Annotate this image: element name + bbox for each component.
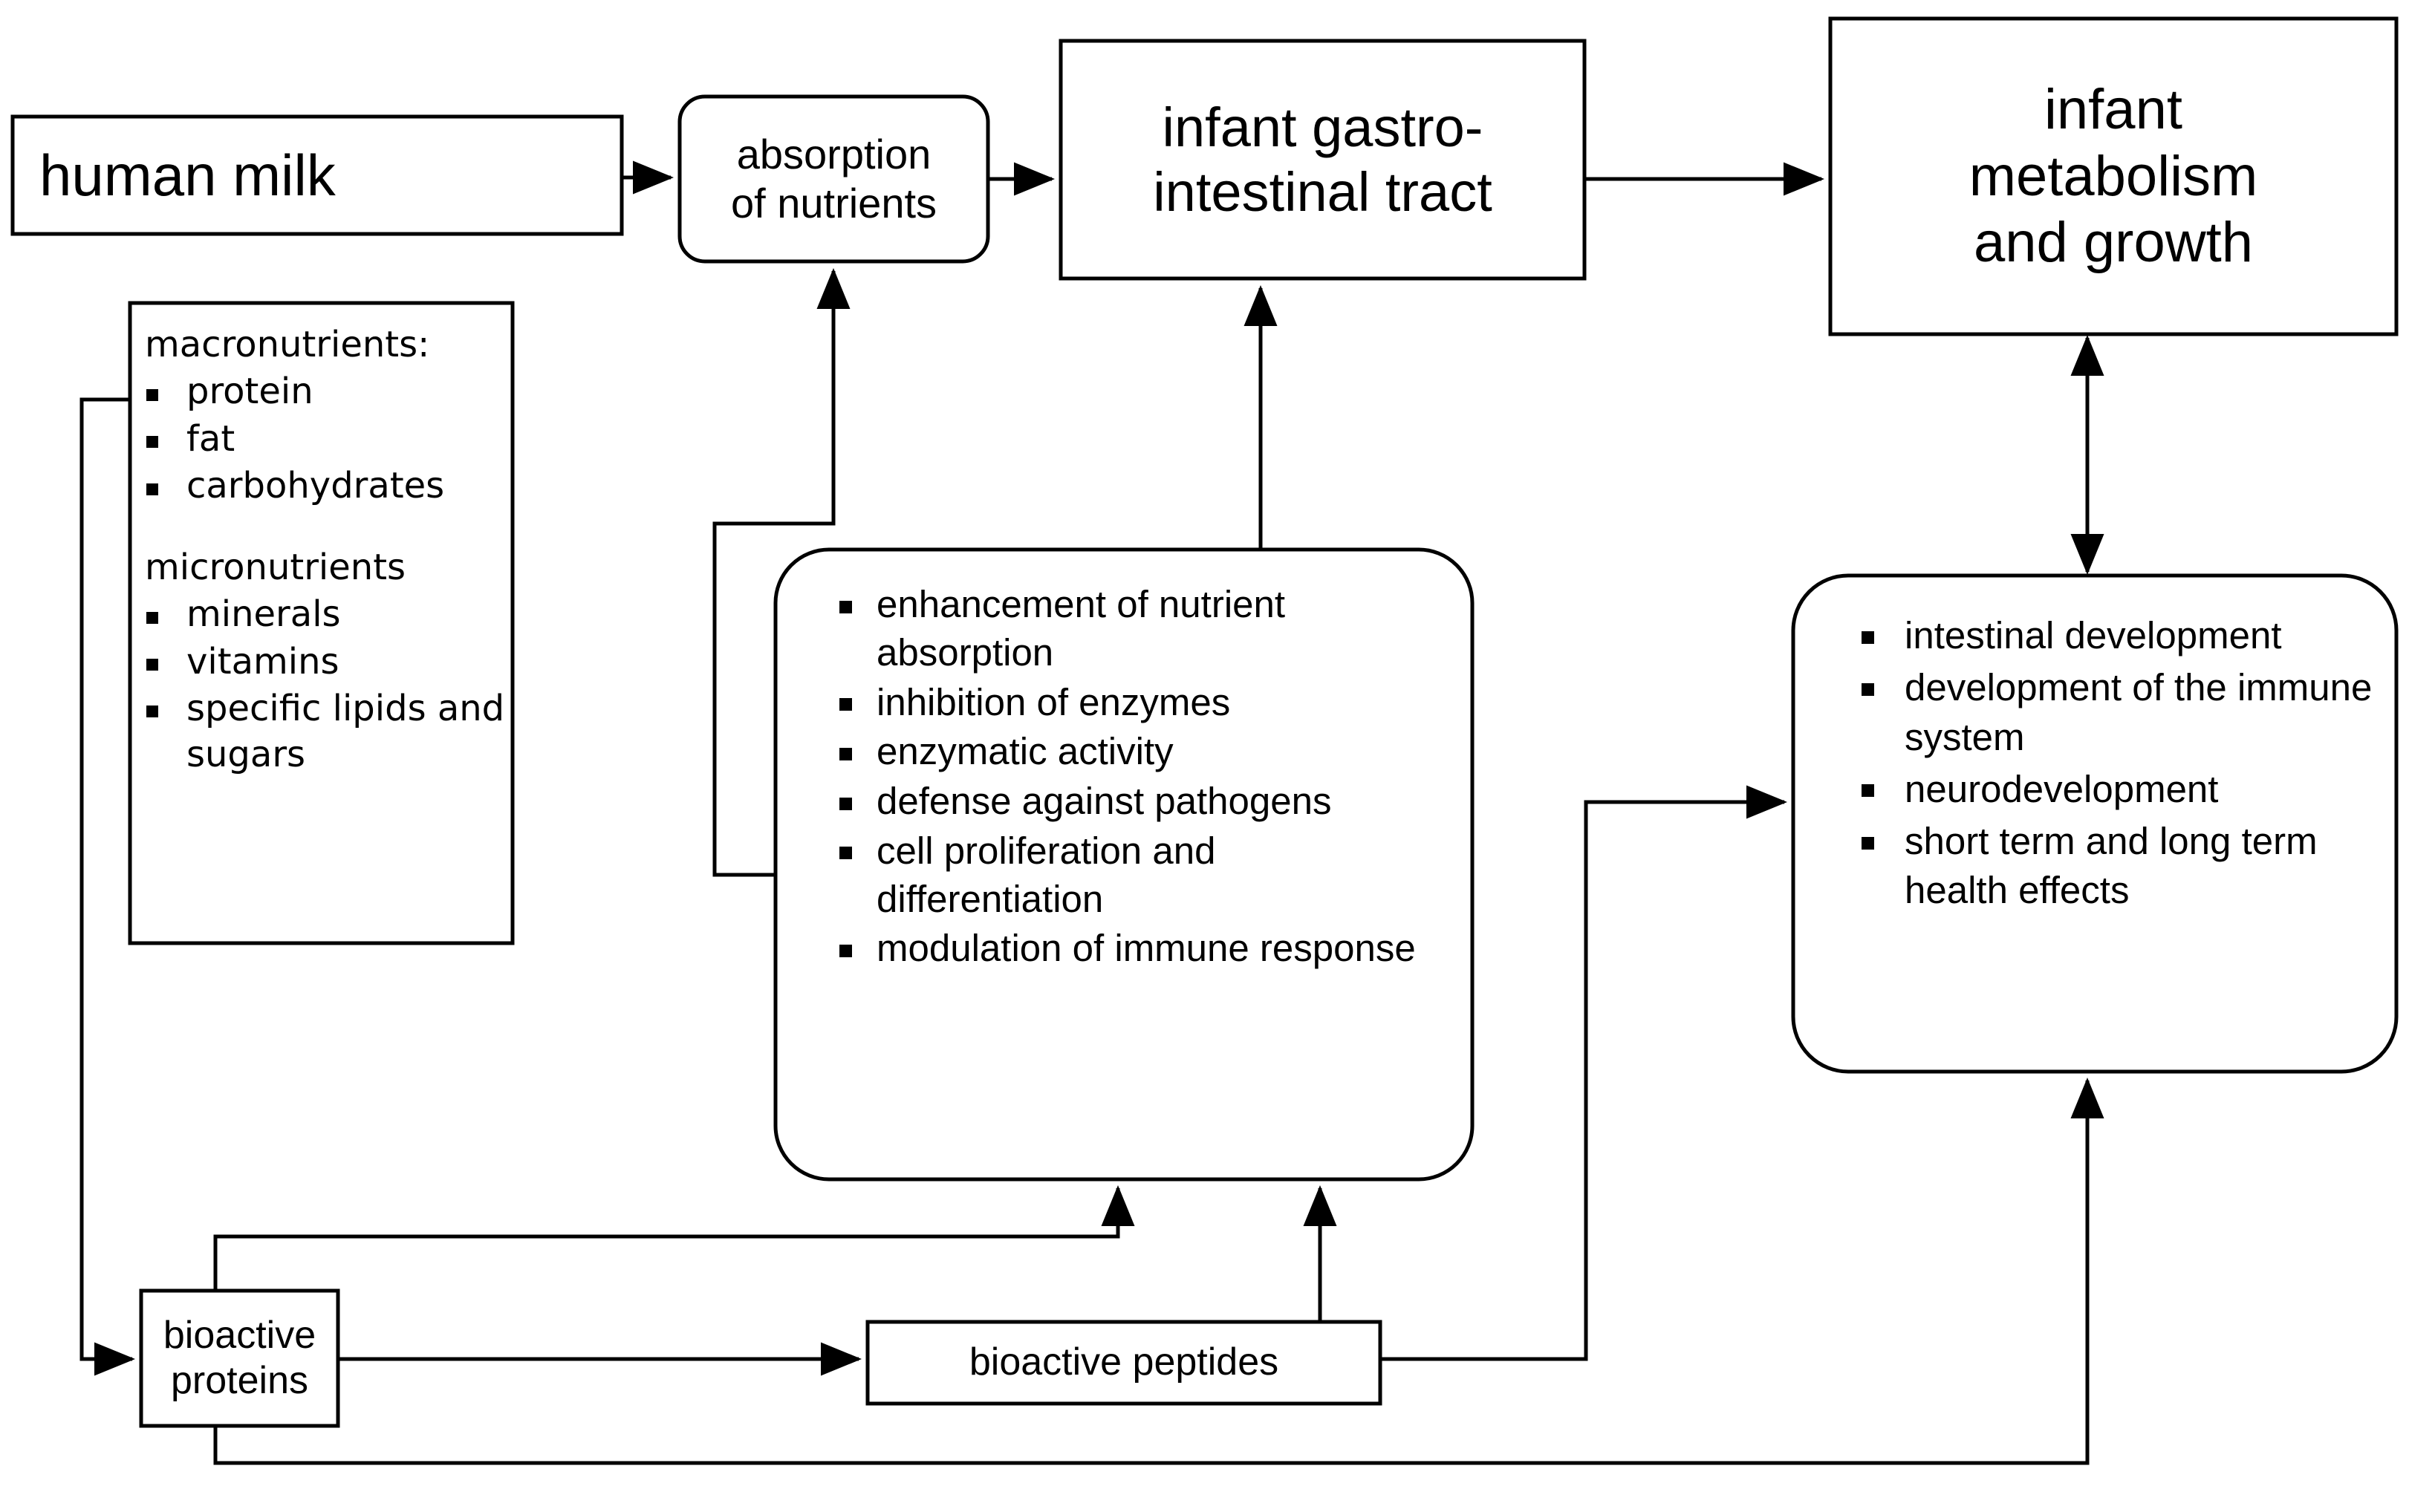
list-item: cell proliferation and differentiation: [833, 827, 1451, 924]
metabolism-line-3: and growth: [1973, 211, 2254, 275]
node-bioactive-proteins-outline[interactable]: [139, 1288, 340, 1428]
nutrients-macro-heading: macronutrients:: [145, 324, 430, 365]
list-item: specific lipids and sugars: [140, 686, 505, 778]
list-item: carbohydrates: [140, 463, 505, 509]
bioactive-proteins-line-2: proteins: [171, 1359, 308, 1402]
list-item: neurodevelopment: [1856, 765, 2379, 814]
node-bioactive-peptides-outline[interactable]: [865, 1320, 1382, 1406]
metabolism-line-2: metabolism: [1969, 144, 2258, 208]
list-item: intestinal development: [1856, 611, 2379, 660]
edge-nutrients-to-bioactive-proteins: [79, 397, 136, 1376]
edge-bioactive-peptides-to-outcomes: [1380, 785, 1788, 1361]
outcomes-list: intestinal development development of th…: [1856, 611, 2379, 919]
absorption-line-1: absorption: [736, 130, 932, 177]
node-bioactive-peptides[interactable]: bioactive peptides: [868, 1322, 1380, 1404]
node-effects-outline[interactable]: [773, 547, 1475, 1182]
list-item: short term and long term health effects: [1856, 817, 2379, 916]
node-metabolism[interactable]: infant metabolism and growth: [1830, 19, 2396, 334]
list-item: enhancement of nutrient absorption: [833, 581, 1451, 677]
list-item: inhibition of enzymes: [833, 679, 1451, 727]
list-item: minerals: [140, 592, 505, 637]
node-gi-tract-outline[interactable]: [1059, 39, 1587, 281]
gi-tract-line-2: intestinal tract: [1153, 161, 1492, 223]
nutrients-macro-list: protein fat carbohydrates: [140, 369, 505, 510]
node-metabolism-outline[interactable]: [1828, 16, 2399, 336]
human-milk-label: human milk: [39, 142, 336, 208]
effects-list: enhancement of nutrient absorption inhib…: [833, 581, 1451, 974]
node-effects[interactable]: enhancement of nutrient absorption inhib…: [776, 550, 1472, 1179]
list-item: fat: [140, 417, 505, 462]
node-human-milk-outline[interactable]: [10, 114, 624, 236]
node-absorption[interactable]: absorption of nutrients: [680, 97, 988, 261]
metabolism-line-1: infant: [2044, 77, 2182, 141]
node-nutrients-outline[interactable]: [128, 301, 515, 945]
edge-effects-to-absorption: [712, 267, 851, 877]
nutrients-spacer: [140, 511, 505, 545]
node-outcomes[interactable]: intestinal development development of th…: [1793, 576, 2396, 1072]
gi-tract-line-1: infant gastro-: [1162, 96, 1483, 158]
nutrients-micro-list: minerals vitamins specific lipids and su…: [140, 592, 505, 779]
list-item: protein: [140, 369, 505, 414]
node-nutrients[interactable]: macronutrients: protein fat carbohydrate…: [130, 303, 513, 779]
list-item: enzymatic activity: [833, 728, 1451, 776]
list-item: development of the immune system: [1856, 663, 2379, 762]
node-bioactive-proteins[interactable]: bioactive proteins: [141, 1291, 338, 1426]
bioactive-peptides-label: bioactive peptides: [969, 1340, 1279, 1384]
list-item: modulation of immune response: [833, 925, 1451, 973]
list-item: defense against pathogens: [833, 778, 1451, 826]
edge-bioactive-proteins-to-outcomes: [213, 1077, 2104, 1465]
bioactive-proteins-line-1: bioactive: [163, 1313, 316, 1357]
list-item: vitamins: [140, 639, 505, 685]
node-outcomes-outline[interactable]: [1791, 573, 2399, 1074]
edge-bioactive-proteins-to-effects: [213, 1184, 1135, 1291]
node-gi-tract[interactable]: infant gastro- intestinal tract: [1061, 41, 1584, 278]
nutrients-micro-heading: micronutrients: [145, 546, 406, 588]
absorption-line-2: of nutrients: [730, 180, 937, 227]
node-human-milk[interactable]: human milk: [13, 117, 622, 234]
